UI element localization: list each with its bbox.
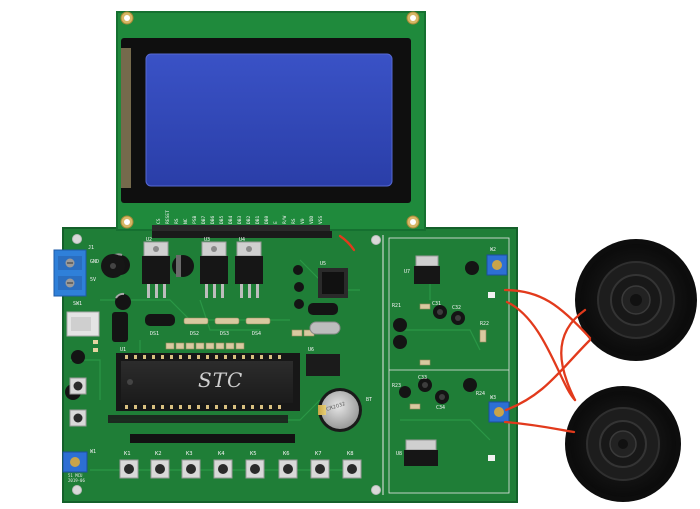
silk-label: W2 [490,247,497,253]
silk-label: U1 [120,347,127,353]
pin-label: CS [157,218,162,224]
pin-label: E [274,221,279,224]
silk-label: U8 [396,451,403,457]
leds [93,292,495,461]
silk-label: R24 [476,391,486,397]
silk-label: U3 [204,237,211,243]
usb-connector [66,311,100,337]
speaker-bottom [565,386,681,502]
speaker-wires [338,234,592,434]
corner-note: 51 MCU 2019-06 [68,473,85,483]
pin-label: PSB [193,215,198,224]
silk-label: U2 [146,237,153,243]
silk-label: U6 [308,347,315,353]
pin-label: DB5 [220,215,225,224]
silk-label: C31 [432,301,442,307]
pin-label: DB2 [247,215,252,224]
pin-label: V0 [301,218,306,224]
silk-label: DS1 [150,331,160,337]
button-label: K2 [155,451,162,457]
button-label: K8 [347,451,354,457]
lcd-module [116,11,426,233]
regulators [142,241,440,466]
battery-label: BT [366,397,373,403]
capacitors [65,253,479,404]
button-label: K7 [315,451,322,457]
pin-label: DB3 [238,215,243,224]
speaker-top [575,239,697,361]
silk-label: U5 [320,261,327,267]
smd-chip [318,268,348,298]
silk-label: C34 [436,405,446,411]
silk-label: W1 [90,449,97,455]
chip-logo: STC [198,368,244,392]
button-label: K3 [186,451,193,457]
silk-label: DS2 [190,331,200,337]
silk-label: SW1 [73,301,83,307]
lcd-screen [146,54,392,186]
dip8-chip [306,354,340,376]
pin-label: RS [175,218,180,224]
silk-label: 5V [90,277,97,283]
pin-label: DB4 [229,215,234,224]
silk-label: W3 [490,395,497,401]
power-terminal [53,249,87,297]
crystal [309,321,341,335]
button-label: K6 [283,451,290,457]
button-label: K5 [250,451,257,457]
silk-label: R22 [480,321,490,327]
lcd-pin-header [152,225,330,233]
pin-label: R/W [283,215,288,224]
silk-label: U4 [239,237,246,243]
silk-label: C32 [452,305,462,311]
button-row [69,377,362,479]
silk-label: DS4 [252,331,262,337]
silk-label: R21 [392,303,402,309]
mcu-chip [116,353,300,411]
silk-label: J1 [88,245,95,251]
resistors [165,303,487,410]
buzzer [101,254,125,278]
pin-label: VDD [310,215,315,224]
button-label: K1 [124,451,131,457]
silk-label: DS3 [220,331,230,337]
silk-label: C33 [418,375,428,381]
expansion-header [108,415,295,443]
coin-battery [318,388,362,432]
pin-label: NC [184,218,189,224]
button-label: K4 [218,451,225,457]
pin-label: DB7 [202,215,207,224]
silk-label: GND [90,259,100,265]
pin-label: RS [292,218,297,224]
pin-label: DB6 [211,215,216,224]
pin-header-row [152,231,332,238]
pin-label: RESET [166,210,171,224]
potentiometers [62,254,510,473]
pin-label: DB1 [256,215,261,224]
silk-label: R23 [392,383,402,389]
pin-label: VSS [319,215,324,224]
silk-label: U7 [404,269,411,275]
pin-label: DB0 [265,215,270,224]
